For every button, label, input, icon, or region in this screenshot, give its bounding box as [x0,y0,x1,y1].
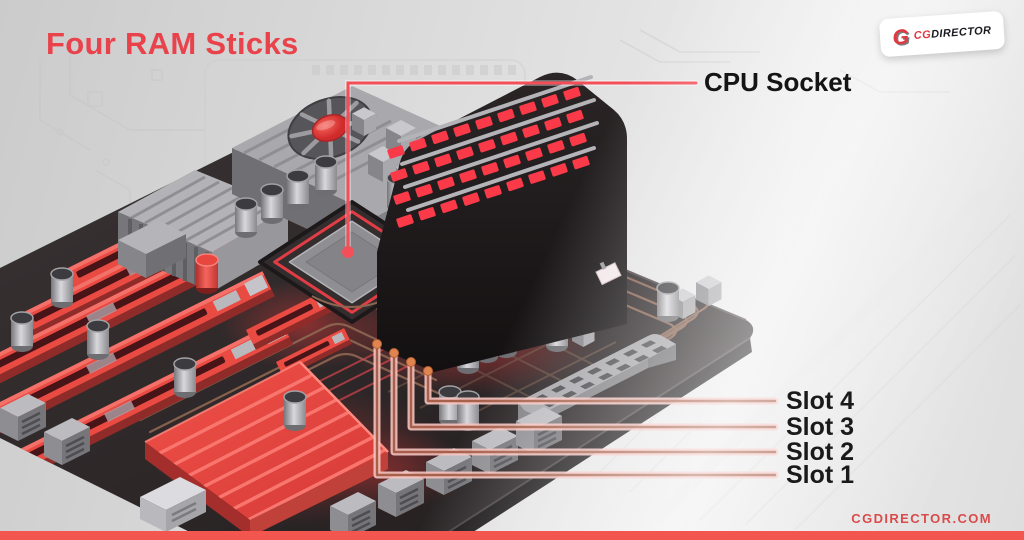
slot4-label: Slot 4 [786,387,855,415]
logo-text: CGDIRECTOR [913,24,992,42]
page-title: Four RAM Sticks [46,26,299,61]
website-label: CGDIRECTOR.COM [851,511,992,526]
cpu-dot [342,246,354,258]
slot2-label: Slot 2 [786,438,855,466]
slot3-label: Slot 3 [786,413,855,441]
logo-g-icon: G [891,24,910,49]
slot1-label: Slot 1 [786,461,855,489]
cpu-socket-label: CPU Socket [704,67,852,97]
red-capacitor [195,253,219,294]
bottom-accent-bar [0,531,1024,540]
